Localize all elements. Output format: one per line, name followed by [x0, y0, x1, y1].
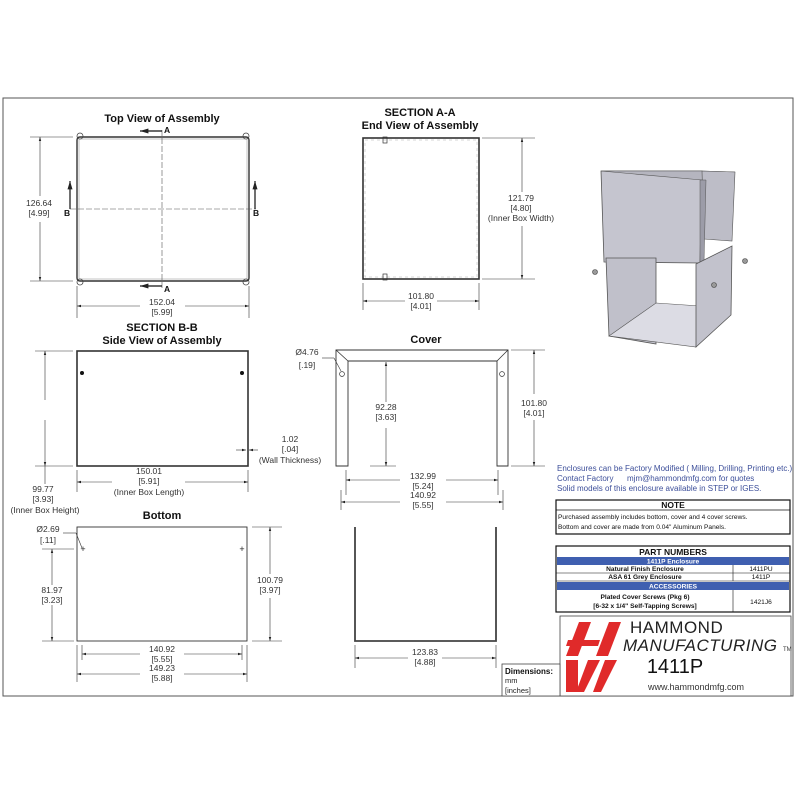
- bottom-height-in: [3.97]: [259, 585, 280, 595]
- part-group-enclosure: 1411P Enclosure: [647, 559, 700, 566]
- drawing-frame: [2, 97, 794, 697]
- cover-width-in: [5.55]: [412, 500, 433, 510]
- isometric-assembly-illustration: [592, 170, 748, 348]
- part-desc: ASA 61 Grey Enclosure: [608, 574, 682, 581]
- brand-manufacturing: MANUFACTURING: [623, 636, 777, 655]
- trademark: TM: [783, 647, 792, 653]
- units-header: Dimensions:: [505, 667, 553, 676]
- section-b-length-note: (Inner Box Length): [114, 487, 185, 497]
- bottom-end-width-mm: 123.83: [412, 647, 438, 657]
- section-a-subtitle: End View of Assembly: [362, 120, 480, 132]
- section-a-height-in: [4.80]: [510, 203, 531, 213]
- cover-hole-dia-in: [.19]: [299, 360, 316, 370]
- section-b-label-right: B: [253, 208, 259, 218]
- cover-width-mm: 140.92: [410, 490, 436, 500]
- bottom-hole-height-mm: 81.97: [41, 585, 63, 595]
- svg-text:+: +: [80, 544, 85, 554]
- units-box: Dimensions: mm [inches]: [501, 663, 561, 697]
- section-a-width-mm: 101.80: [408, 291, 434, 301]
- wall-thickness-note: (Wall Thickness): [259, 455, 322, 465]
- info-contact-label: Contact Factory: [557, 474, 613, 483]
- note-box: NOTE Purchased assembly includes bottom,…: [555, 499, 791, 535]
- part-number: 1421J6: [750, 599, 772, 606]
- section-a-width-in: [4.01]: [410, 301, 431, 311]
- cover-inner-width-in: [5.24]: [412, 481, 433, 491]
- bottom-end-view: 123.83 [4.88]: [354, 527, 497, 668]
- note-header: NOTE: [661, 500, 685, 510]
- model-number: 1411P: [647, 656, 703, 678]
- info-contact-email: mjm@hammondmfg.com for quotes: [627, 474, 754, 483]
- top-width-mm: 152.04: [149, 297, 175, 307]
- info-line-3: Solid models of this enclosure available…: [557, 484, 761, 493]
- info-line-1: Enclosures can be Factory Modified ( Mil…: [557, 464, 793, 473]
- bottom-end-width-in: [4.88]: [414, 657, 435, 667]
- part-number: 1411P: [752, 574, 771, 581]
- cover-height-in: [4.01]: [523, 408, 544, 418]
- part-number: 1411PU: [749, 566, 773, 573]
- info-text: Enclosures can be Factory Modified ( Mil…: [557, 464, 793, 493]
- part-numbers-table: PART NUMBERS 1411P Enclosure Natural Fin…: [555, 545, 791, 613]
- bottom-view: Bottom + + Ø2.69 [.11] 81.97 [3.23] 100.…: [36, 510, 283, 683]
- section-a-title: SECTION A-A: [384, 107, 455, 119]
- section-b-height-mm: 99.77: [32, 484, 54, 494]
- table-row: ASA 61 Grey Enclosure 1411P: [608, 574, 771, 581]
- cover-inner-height-mm: 92.28: [375, 402, 397, 412]
- cover-inner-height-in: [3.63]: [375, 412, 396, 422]
- section-b-length-in: [5.91]: [138, 476, 159, 486]
- section-a-view: SECTION A-A End View of Assembly 121.79 …: [362, 107, 555, 311]
- section-a-height-mm: 121.79: [508, 193, 534, 203]
- svg-text:+: +: [239, 544, 244, 554]
- part-group-accessories: ACCESSORIES: [649, 584, 698, 591]
- bottom-hole-dia-in: [.11]: [40, 535, 56, 545]
- section-b-title: SECTION B-B: [126, 322, 198, 334]
- wall-thickness-mm: 1.02: [282, 434, 299, 444]
- section-b-height-note: (Inner Box Height): [11, 505, 80, 515]
- wall-thickness-in: [.04]: [282, 444, 299, 454]
- note-line-2: Bottom and cover are made from 0.04" Alu…: [558, 524, 726, 531]
- table-row: Plated Cover Screws (Pkg 6) [6-32 x 1/4"…: [593, 594, 772, 610]
- top-width-in: [5.99]: [151, 307, 172, 317]
- section-a-label-top: A: [164, 125, 170, 135]
- hammond-h-logo-icon: [566, 622, 621, 692]
- part-numbers-header: PART NUMBERS: [639, 547, 707, 557]
- section-a-height-note: (Inner Box Width): [488, 213, 554, 223]
- top-view: Top View of Assembly A A B B 126.64 [4.9…: [26, 113, 259, 318]
- section-a-label-bottom: A: [164, 284, 170, 294]
- units-primary: mm: [505, 676, 518, 685]
- bottom-hole-height-in: [3.23]: [41, 595, 62, 605]
- cover-hole-dia-mm: Ø4.76: [295, 347, 318, 357]
- bottom-hole-spacing-in: [5.55]: [151, 654, 172, 664]
- title-block: HAMMOND MANUFACTURING TM 1411P www.hammo…: [559, 615, 792, 697]
- cover-view: Cover Ø4.76 [.19] 92.28 [3.63] 101.80 [4…: [295, 334, 547, 510]
- website-url: www.hammondmfg.com: [647, 682, 744, 692]
- section-b-length-mm: 150.01: [136, 466, 162, 476]
- section-b-height-in: [3.93]: [32, 494, 53, 504]
- top-height-mm: 126.64: [26, 198, 52, 208]
- units-secondary: [inches]: [505, 686, 531, 695]
- bottom-width-mm: 149.23: [149, 663, 175, 673]
- bottom-width-in: [5.88]: [151, 673, 172, 683]
- bottom-hole-spacing-mm: 140.92: [149, 644, 175, 654]
- section-b-label-left: B: [64, 208, 70, 218]
- part-desc: Natural Finish Enclosure: [606, 566, 684, 573]
- top-height-in: [4.99]: [28, 208, 49, 218]
- section-b-view: SECTION B-B Side View of Assembly 99.77 …: [11, 322, 322, 515]
- top-view-title: Top View of Assembly: [104, 113, 220, 125]
- bottom-hole-dia-mm: Ø2.69: [36, 524, 59, 534]
- part-desc-line-2: [6-32 x 1/4" Self-Tapping Screws]: [593, 603, 696, 610]
- part-desc-line-1: Plated Cover Screws (Pkg 6): [600, 594, 689, 601]
- note-line-1: Purchased assembly includes bottom, cove…: [558, 514, 748, 521]
- cover-title: Cover: [410, 334, 442, 346]
- brand-name: HAMMOND: [630, 618, 723, 637]
- bottom-title: Bottom: [143, 510, 182, 522]
- cover-height-mm: 101.80: [521, 398, 547, 408]
- table-row: Natural Finish Enclosure 1411PU: [606, 566, 773, 573]
- section-b-subtitle: Side View of Assembly: [102, 335, 222, 347]
- bottom-height-mm: 100.79: [257, 575, 283, 585]
- cover-inner-width-mm: 132.99: [410, 471, 436, 481]
